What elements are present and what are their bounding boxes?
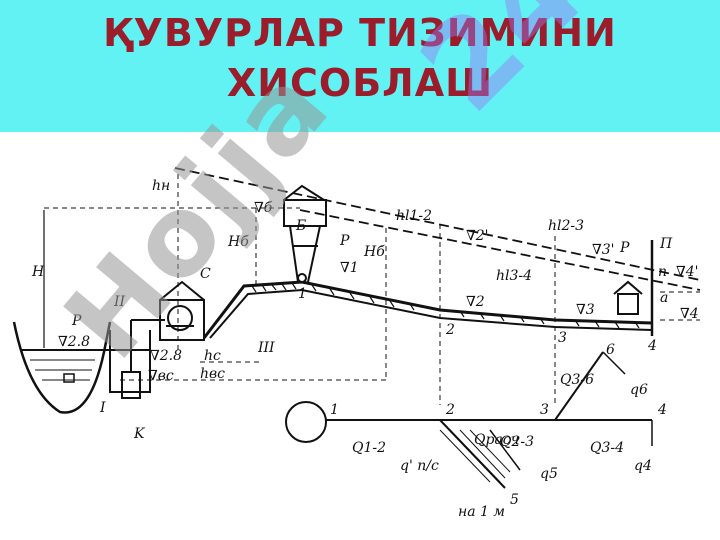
net-node4: 4 (657, 402, 667, 418)
label-III: III (257, 340, 275, 356)
label-n: п (658, 264, 667, 280)
title-line-2: ХИСОБЛАШ (226, 61, 494, 105)
label-lvl-28b: ∇2.8 (150, 348, 182, 364)
diagram-labels: H hн Hб Hб hс hвс a P P P C Б K I II III… (31, 178, 699, 442)
label-p-circle: P (71, 313, 82, 329)
pump-station (159, 280, 205, 341)
title-banner (0, 0, 720, 132)
label-hc: hс (204, 348, 221, 364)
label-lvl-3p: ∇3' (592, 242, 615, 258)
net-q5: q5 (540, 466, 558, 482)
label-lvl-1: ∇1 (340, 260, 359, 276)
label-lvl-2p: ∇2' (466, 228, 489, 244)
net-q-ps: q' п/с (400, 458, 439, 474)
label-P-right: P (619, 240, 630, 256)
label-node2: 2 (445, 322, 455, 338)
label-lvl-4p: ∇4' (676, 264, 699, 280)
net-node5: 5 (510, 492, 519, 508)
label-Hb2: Hб (363, 244, 385, 260)
piezometric-lines (174, 167, 701, 291)
label-lvl-b: ∇б (254, 200, 273, 216)
net-Q12: Q1-2 (352, 440, 386, 456)
label-lvl-2: ∇2 (466, 294, 485, 310)
net-Q34: Q3-4 (590, 440, 624, 456)
label-node3: 3 (558, 330, 567, 346)
label-lvl-3: ∇3 (576, 302, 595, 318)
label-II: II (113, 294, 126, 310)
right-building (613, 280, 643, 315)
net-node2: 2 (445, 402, 455, 418)
label-node4: 4 (647, 338, 657, 354)
label-K-circle: K (133, 426, 146, 442)
water-tower (283, 184, 327, 283)
label-node1: 1 (298, 286, 307, 302)
label-lvl-bc: ∇вс (148, 368, 174, 384)
label-I: I (99, 400, 106, 416)
label-hl34: hl3-4 (496, 268, 532, 284)
label-lvl-28a: ∇2.8 (58, 334, 90, 350)
net-node6: 6 (606, 342, 615, 358)
net-per1m: на 1 м (458, 504, 505, 520)
network-labels: 1 2 3 4 5 6 Q1-2 Q2-3 Q3-4 Q3-6 Qрасч q'… (330, 342, 667, 520)
net-node1: 1 (330, 402, 339, 418)
label-hn: hн (152, 178, 170, 194)
label-P-pipe: П (659, 236, 673, 252)
title-line-1: ҚУВУРЛАР ТИЗИМИНИ (103, 11, 617, 55)
label-B-circle: Б (295, 218, 306, 234)
label-hl23: hl2-3 (548, 218, 584, 234)
network-scheme (285, 351, 653, 489)
dimension-lines (44, 174, 700, 405)
label-a: a (660, 290, 668, 306)
reservoir (12, 321, 150, 414)
main-pipeline (202, 280, 653, 339)
net-Qras: Qрасч (474, 432, 519, 448)
net-q6: q6 (630, 382, 648, 398)
label-H: H (31, 264, 45, 280)
net-node3: 3 (540, 402, 549, 418)
label-C: C (200, 266, 211, 282)
pipe-system-diagram: H hн Hб Hб hс hвс a P P P C Б K I II III… (12, 167, 701, 520)
label-lvl-4: ∇4 (680, 306, 699, 322)
label-hl12: hl1-2 (396, 208, 432, 224)
net-Q36: Q3-6 (560, 372, 594, 388)
net-Q23: Q2-3 (500, 434, 534, 450)
net-q4: q4 (634, 458, 652, 474)
page-title: ҚУВУРЛАР ТИЗИМИНИ ХИСОБЛАШ (0, 8, 720, 108)
label-Hb: Hб (227, 234, 249, 250)
label-hbc: hвс (200, 366, 225, 382)
label-P-upper: P (339, 233, 350, 249)
